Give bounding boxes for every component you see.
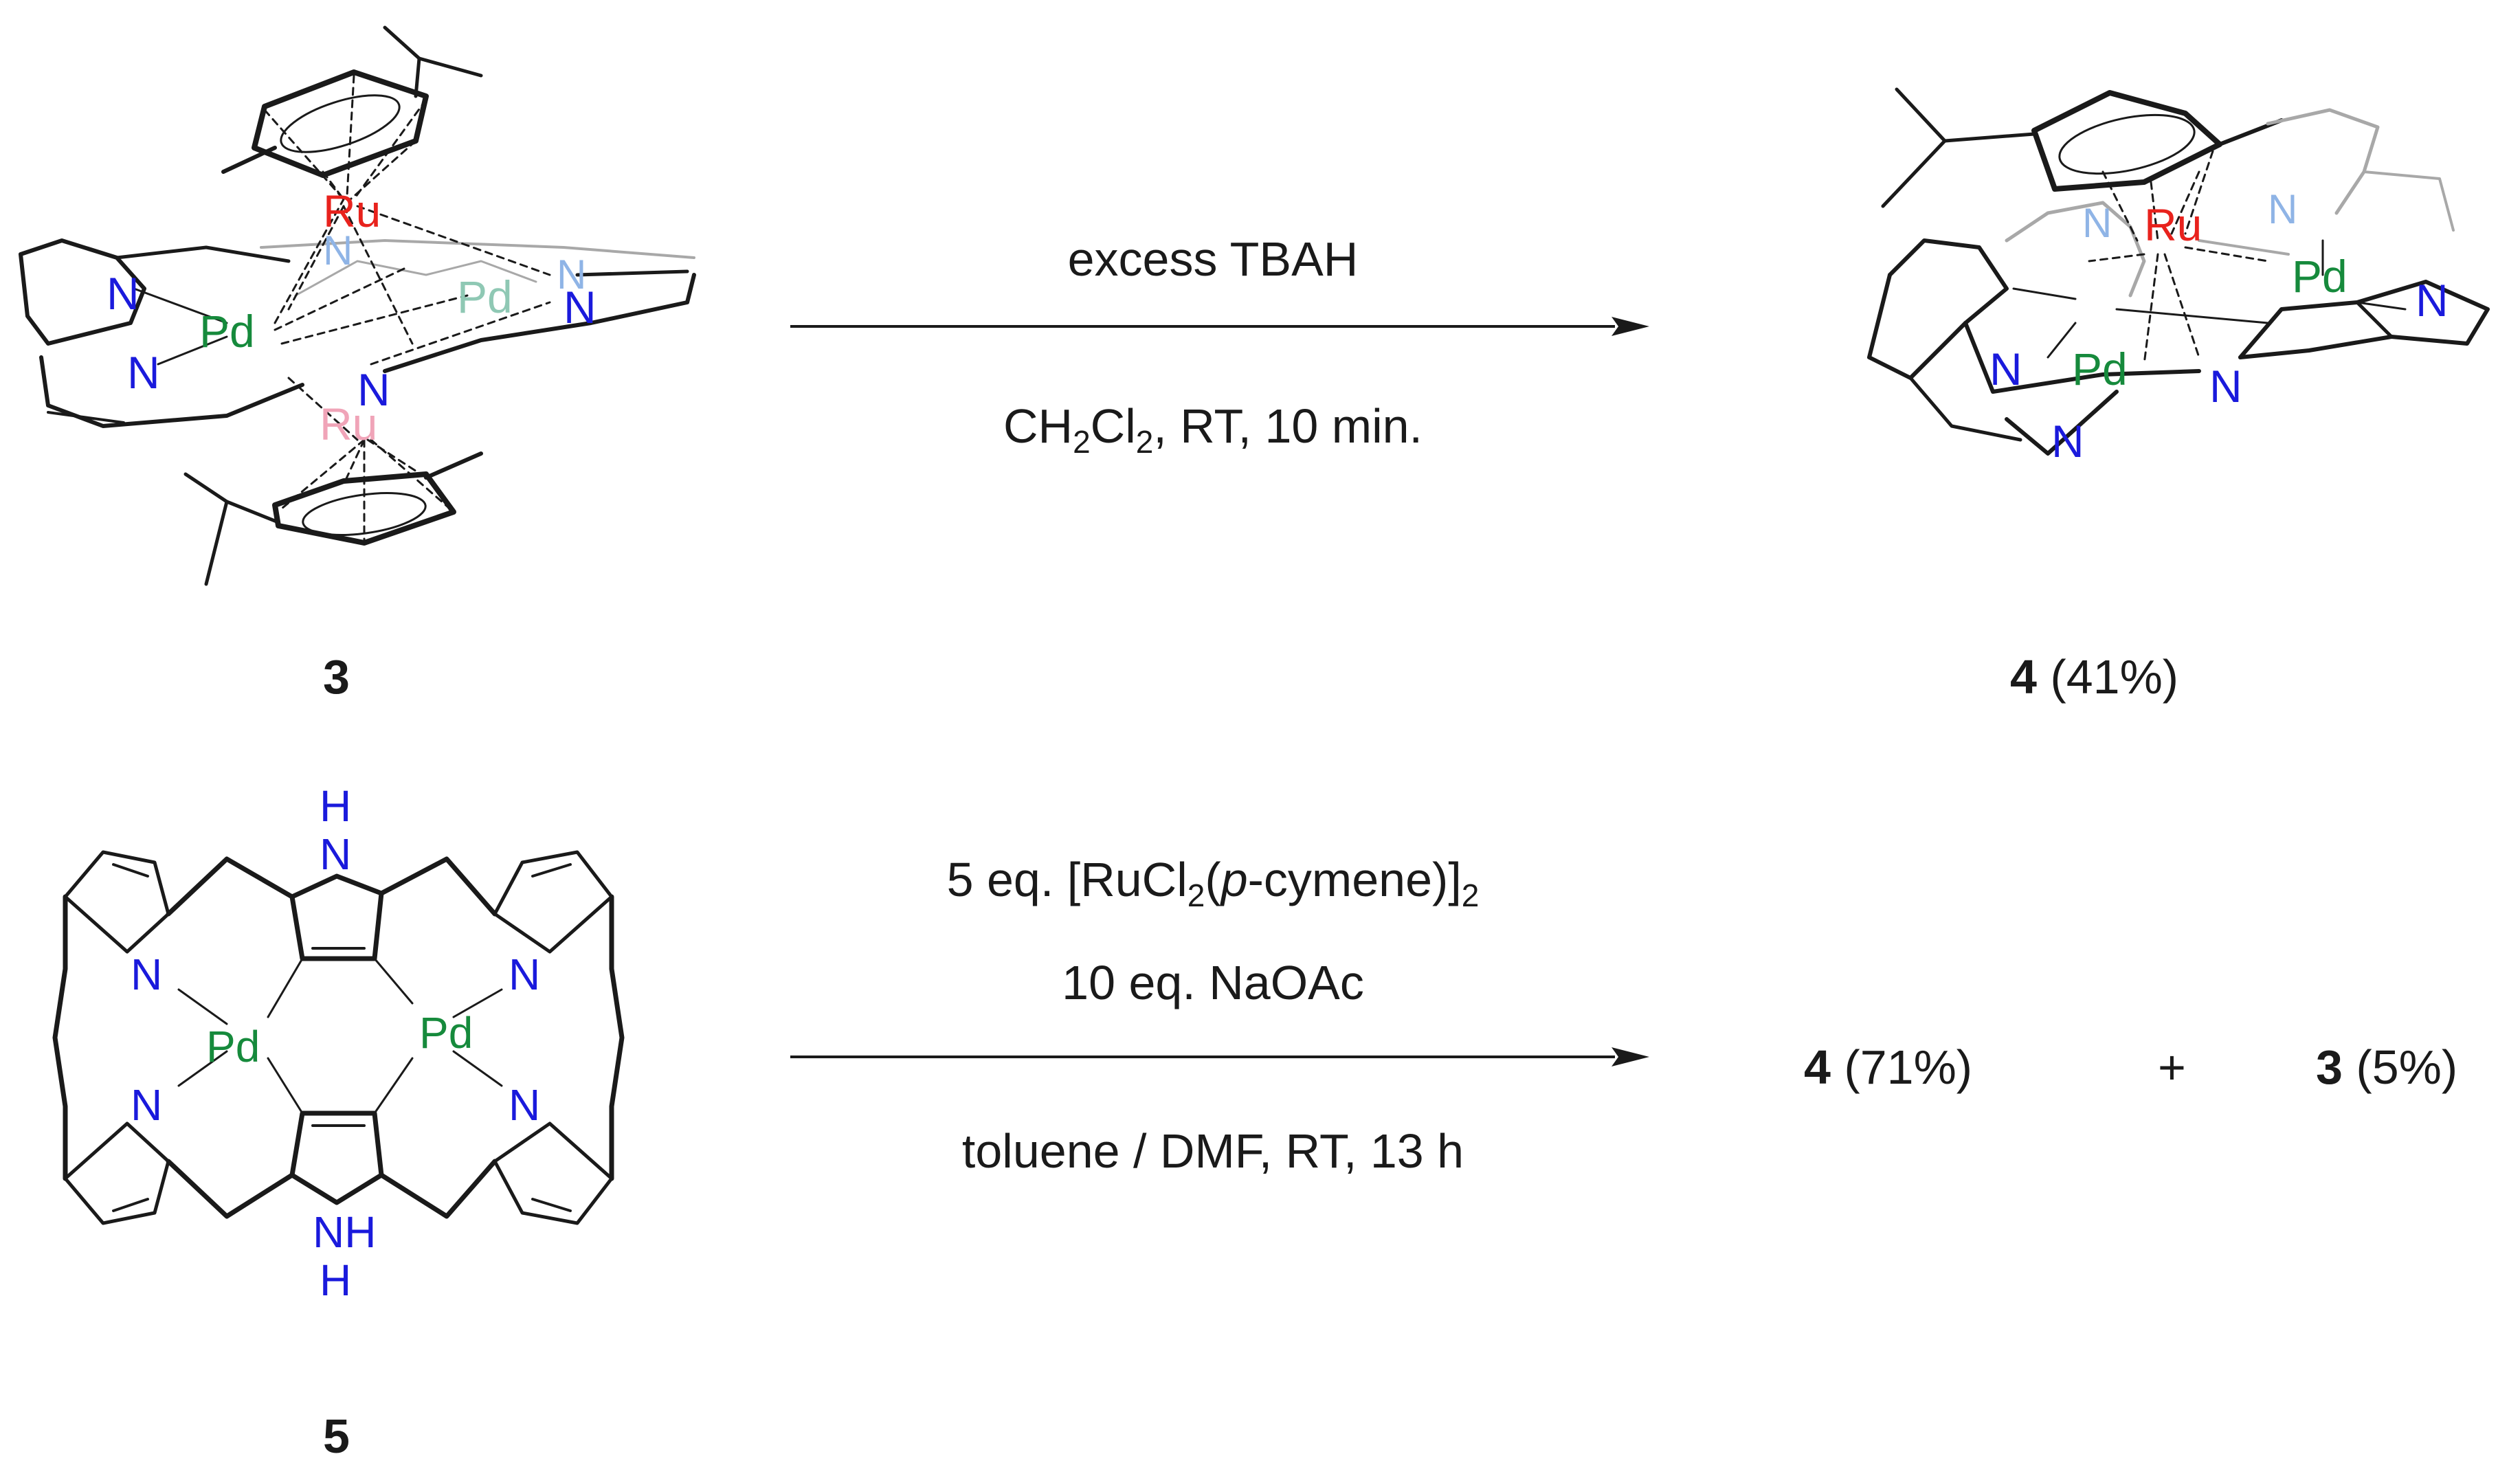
reagent-rest: -cymene)]	[1247, 853, 1462, 906]
reaction1-reagent: excess TBAH	[1067, 232, 1359, 286]
atom-n: N	[131, 1080, 162, 1130]
reaction2-solvent: toluene / DMF, RT, 13 h	[961, 1124, 1464, 1178]
atom-n-faded: N	[323, 227, 353, 273]
conditions-sub2: 2	[1135, 424, 1154, 460]
atom-nh: NH	[313, 1207, 376, 1257]
atom-pd: Pd	[199, 306, 255, 357]
atom-n: N	[357, 364, 390, 415]
atom-pd: Pd	[2072, 344, 2128, 394]
product-4-label: 4	[1804, 1040, 1831, 1094]
atom-n-faded: N	[2268, 186, 2297, 232]
reaction2-reagent: 5 eq. [RuCl2(p-cymene)]2	[807, 856, 1618, 911]
atom-n: N	[509, 1080, 540, 1130]
product-4-yield: 4 (71%)	[1804, 1043, 1972, 1091]
atom-h: H	[320, 781, 351, 831]
reagent-prefix: 5 eq. [RuCl	[946, 853, 1187, 906]
compound-label-3: 3	[323, 650, 350, 704]
product-yield: (41%)	[2050, 650, 2179, 704]
conditions-ch: CH	[1003, 399, 1073, 453]
product-3-label: 3	[2316, 1040, 2343, 1094]
conditions-cl: Cl	[1090, 399, 1136, 453]
atom-pd: Pd	[419, 1008, 473, 1058]
atom-n: N	[564, 282, 596, 333]
reaction1-arrow	[790, 313, 1649, 344]
atom-n: N	[131, 950, 162, 999]
atom-ru-faded: Ru	[320, 399, 377, 449]
atom-n-faded: N	[557, 252, 586, 298]
atom-pd-faded: Pd	[457, 271, 513, 322]
reagent-open: (	[1205, 853, 1221, 906]
product-4-percent: (71%)	[1844, 1040, 1973, 1094]
atom-n: N	[1989, 344, 2022, 394]
reaction2-additive: 10 eq. NaOAc	[1062, 956, 1364, 1009]
atom-ru: Ru	[2144, 199, 2202, 250]
conditions-sub1: 2	[1073, 424, 1091, 460]
atom-pd: Pd	[206, 1022, 260, 1071]
product-label: 4	[2010, 650, 2037, 704]
product-3-yield: 3 (5%)	[2316, 1043, 2457, 1091]
atom-n-faded: N	[2082, 200, 2112, 246]
atom-ru: Ru	[323, 186, 381, 236]
structure-5: H N NH H N N N N Pd Pd	[52, 781, 625, 1305]
atom-n: N	[320, 829, 351, 879]
structure-3: Ru Ru Pd Pd N N N N N N	[19, 25, 696, 586]
product-3-percent: (5%)	[2356, 1040, 2458, 1094]
structure-4: N N Ru Pd Pd N N N N	[1867, 87, 2490, 467]
reaction2-arrow	[790, 1043, 1649, 1074]
atom-pd: Pd	[2292, 251, 2348, 302]
atom-n: N	[2051, 416, 2084, 467]
atom-n: N	[509, 950, 540, 999]
atom-n: N	[107, 268, 140, 319]
atom-n: N	[2209, 361, 2242, 412]
atom-h: H	[320, 1255, 351, 1305]
reagent-italic: p	[1220, 853, 1248, 906]
conditions-suffix: , RT, 10 min.	[1153, 399, 1423, 453]
reagent-sub1: 2	[1187, 878, 1205, 913]
reagent-sub2: 2	[1461, 878, 1480, 913]
atom-n: N	[127, 347, 160, 398]
reaction1-conditions: CH2Cl2, RT, 10 min.	[807, 402, 1618, 458]
compound-label-5: 5	[323, 1409, 350, 1463]
compound-label-4-yield: 4 (41%)	[2010, 653, 2178, 701]
plus-sign: +	[2158, 1040, 2186, 1094]
atom-n: N	[2416, 275, 2449, 326]
